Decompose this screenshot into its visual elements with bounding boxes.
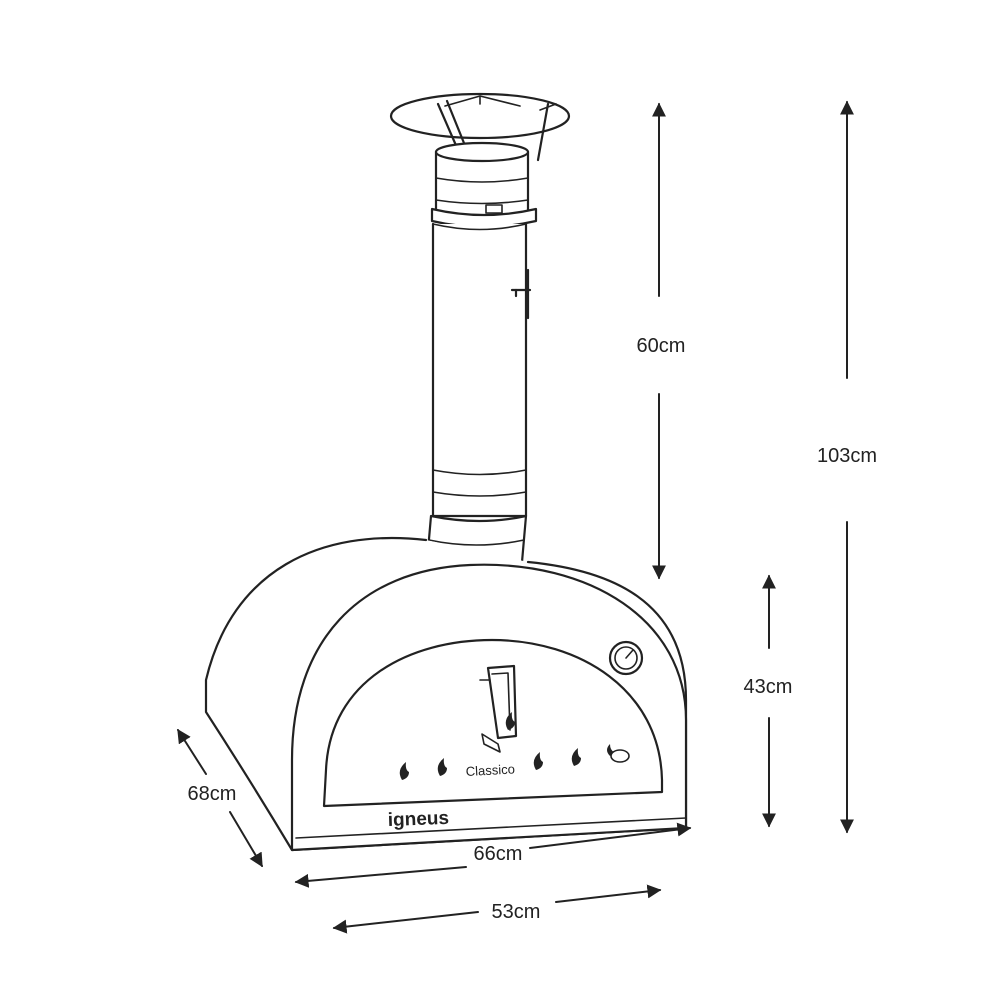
dimension-flue-height: 60cm [637,102,686,580]
thermometer-icon [608,640,644,676]
dimension-outer-width: 66cm [294,822,692,888]
flame-icon [437,758,447,776]
dimension-inner-width: 53cm [332,884,662,934]
dimension-label: 66cm [474,843,523,865]
dimension-label: 53cm [492,901,541,923]
damper-handle [510,268,532,320]
chimney-cap [389,92,571,162]
dimension-depth: 68cm [177,728,263,868]
brand-logo: igneus [387,808,449,831]
flame-icon [399,762,409,780]
model-name: Classico [465,761,515,779]
flame-icon [607,744,630,763]
dimension-label: 43cm [744,676,793,698]
flame-icon [533,752,543,770]
flame-icon [571,748,581,766]
door-handle [479,664,518,753]
chimney [389,92,571,570]
dimension-body-height: 43cm [744,574,793,828]
flame-decorations [399,744,630,780]
dimension-label: 60cm [637,335,686,357]
oven-door-opening [322,638,664,808]
dimension-total-height: 103cm [817,100,877,834]
oven-body: Classico igneus [204,536,688,852]
dimension-label: 103cm [817,445,877,467]
dimension-label: 68cm [188,783,237,805]
